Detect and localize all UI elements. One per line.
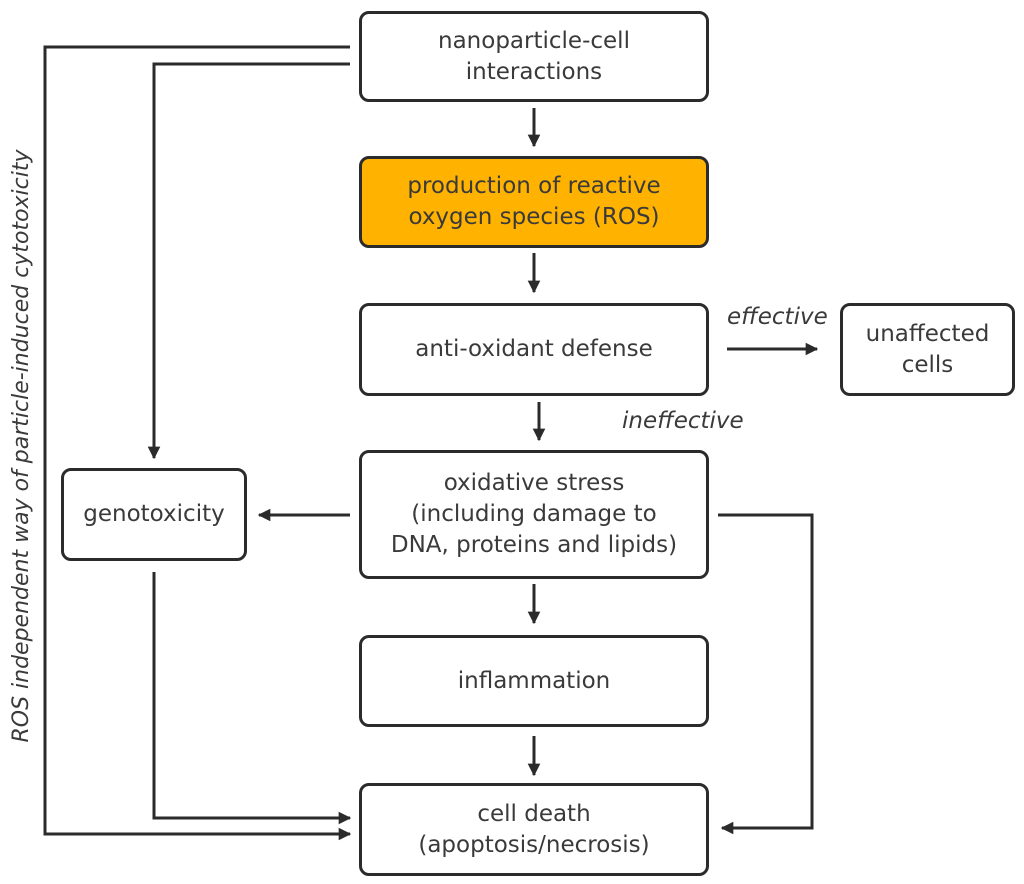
node-cell-death: cell death (apoptosis/necrosis)	[359, 783, 709, 876]
node-nanoparticle-cell-interactions: nanoparticle-cell interactions	[359, 11, 709, 102]
node-ros-production: production of reactive oxygen species (R…	[359, 156, 709, 248]
node-unaffected-cells-label: unaffected cells	[865, 320, 990, 378]
node-oxidative-stress-label: oxidative stress (including damage to DN…	[390, 470, 678, 558]
node-anti-oxidant-defense-label: anti-oxidant defense	[415, 336, 653, 362]
node-nanoparticle-cell-interactions-label: nanoparticle-cell interactions	[438, 27, 630, 85]
node-cell-death-label: cell death (apoptosis/necrosis)	[418, 800, 650, 858]
node-genotoxicity: genotoxicity	[61, 468, 247, 561]
arrow-genotoxicity-to-cell-death	[152, 572, 352, 825]
arrow-interactions-to-genotoxicity	[147, 62, 350, 460]
node-inflammation: inflammation	[359, 635, 709, 727]
edge-label-ineffective: ineffective	[622, 408, 744, 434]
edge-label-effective: effective	[727, 304, 828, 330]
node-anti-oxidant-defense: anti-oxidant defense	[359, 303, 709, 396]
node-unaffected-cells: unaffected cells	[840, 303, 1015, 396]
arrow-ros-independent-to-cell-death	[43, 45, 352, 841]
node-genotoxicity-label: genotoxicity	[83, 501, 225, 527]
node-ros-production-label: production of reactive oxygen species (R…	[407, 173, 661, 230]
arrow-oxidative-stress-to-cell-death	[718, 513, 814, 835]
side-label-ros-independent: ROS independent way of particle-induced …	[9, 149, 34, 743]
node-oxidative-stress: oxidative stress (including damage to DN…	[359, 450, 709, 579]
node-inflammation-label: inflammation	[457, 667, 611, 694]
